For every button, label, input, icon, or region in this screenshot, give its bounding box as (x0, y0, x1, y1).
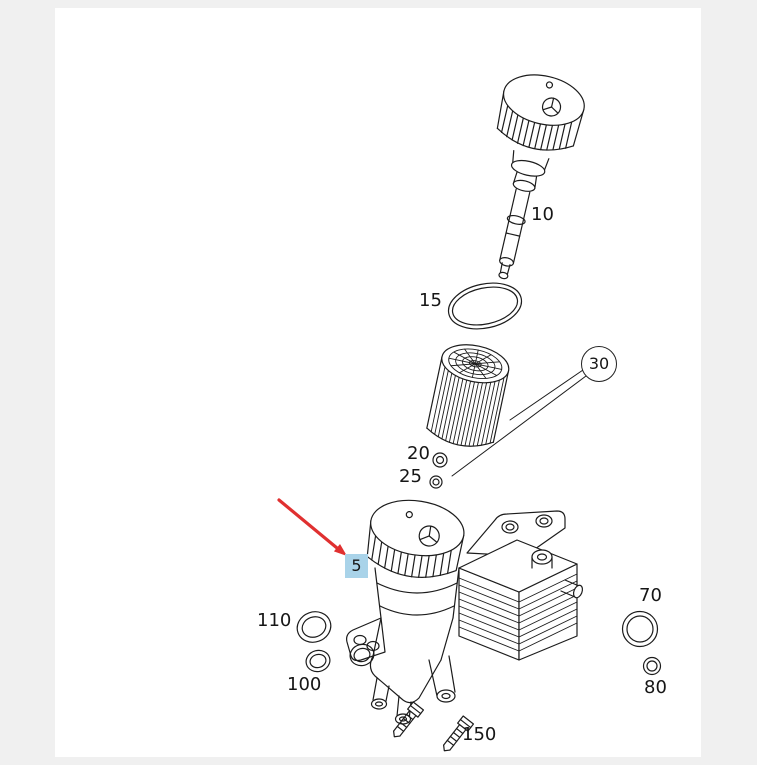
filter-housing-drawing (346, 499, 465, 725)
callout-10[interactable]: 10 (531, 204, 554, 225)
filter-element-drawing (426, 344, 510, 447)
oring-110-drawing (296, 611, 332, 643)
callout-15[interactable]: 15 (419, 290, 442, 311)
housing-mounting-arm-drawing (466, 510, 566, 557)
callout-110[interactable]: 110 (257, 610, 292, 631)
callout-20[interactable]: 20 (407, 443, 430, 464)
brand-star-icon (418, 525, 440, 547)
callout-5-selected[interactable]: 5 (345, 554, 368, 578)
small-seal-rings-drawing (429, 452, 448, 489)
oil-cooler-drawing (458, 539, 584, 661)
callout-150[interactable]: 150 (462, 724, 497, 745)
callout-30-circled[interactable]: 30 (581, 346, 617, 382)
callout-25[interactable]: 25 (399, 466, 422, 487)
sealing-ring-drawing (447, 282, 523, 330)
seal-ring-70-drawing (621, 610, 659, 648)
oil-filter-cap-drawing (496, 74, 585, 280)
oring-100-left-drawing (305, 649, 331, 673)
selection-arrow (277, 498, 347, 556)
brand-star-icon (541, 97, 562, 117)
bolt-drawing (393, 701, 425, 738)
diagram-canvas: 10 15 30 20 25 5 70 80 110 100 150 (55, 8, 701, 757)
exploded-diagram (277, 74, 662, 752)
callout-80[interactable]: 80 (644, 677, 667, 698)
callout-30-leader-lines (451, 369, 587, 477)
oring-100-right-drawing (349, 643, 375, 667)
bolt-drawing (443, 715, 475, 752)
seal-ring-80-drawing (642, 656, 662, 676)
callout-100[interactable]: 100 (287, 674, 322, 695)
callout-70[interactable]: 70 (639, 585, 662, 606)
